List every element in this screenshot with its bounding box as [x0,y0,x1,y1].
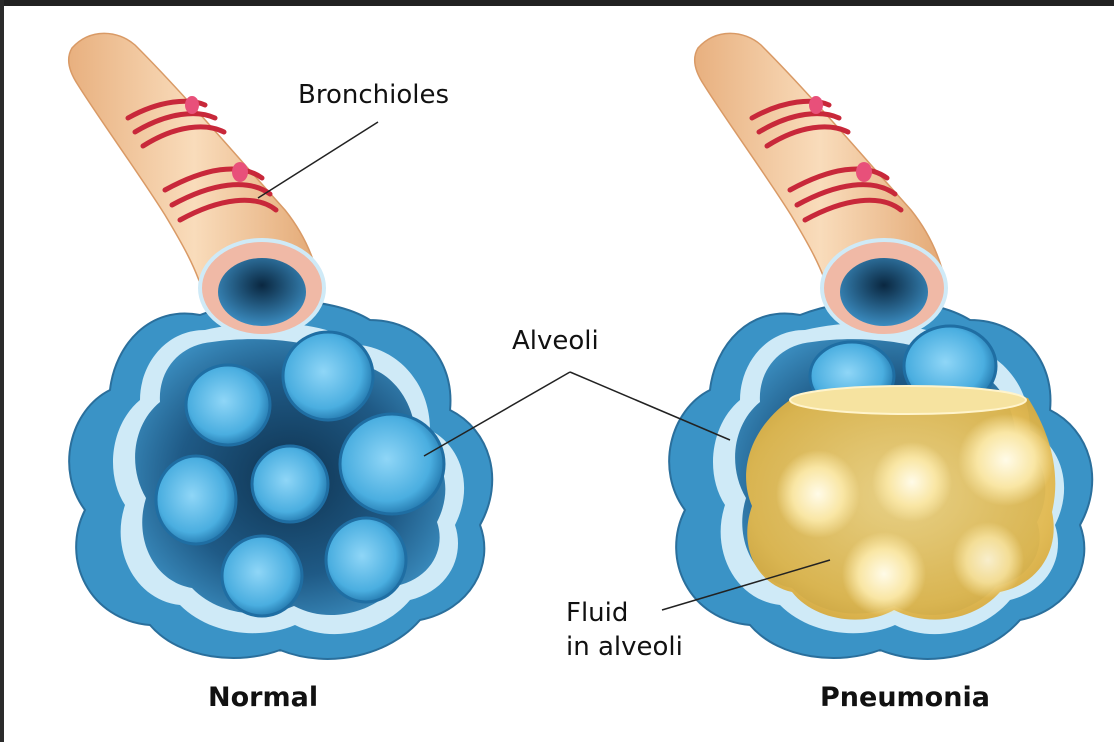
fluid-surface [789,385,1027,415]
fluid-leader-line [661,559,831,611]
pneumonia-caption: Pneumonia [820,682,990,713]
pneumonia-smooth-muscle [749,98,904,223]
window-left-border [0,0,4,742]
fluid-label-line2: in alveoli [566,632,683,662]
alveoli-leader-line-left [423,371,571,457]
fluid-alveolus [958,414,1054,506]
alveolus [338,412,446,516]
normal-alveoli [154,330,446,618]
alveolus [154,454,238,546]
pneumonia-muscle-node [809,96,823,114]
fluid-filled-alveoli [776,414,1054,616]
alveolus [250,444,330,524]
normal-bronchiole-opening [218,258,306,326]
alveolus [281,330,375,422]
pneumonia-bronchiole-opening [840,258,928,326]
normal-alveolus-group [67,32,571,660]
alveolus [220,534,304,618]
normal-muscle-node [232,162,248,182]
fluid-alveolus [776,450,860,538]
bronchioles-leader-line [257,121,379,199]
pneumonia-alveolus-group [569,32,1094,660]
fluid-alveolus [952,522,1024,598]
window-top-border [0,0,1114,6]
alveoli-label: Alveoli [512,326,599,356]
fluid-alveolus [842,532,926,616]
alveolus [184,363,272,447]
fluid-alveolus [872,442,952,522]
normal-muscle-node [185,96,199,114]
normal-caption: Normal [208,682,319,713]
fluid-label-line1: Fluid [566,598,629,628]
normal-smooth-muscle [125,98,279,223]
alveolus [324,516,408,604]
bronchioles-label: Bronchioles [298,80,450,110]
alveoli-leader-line-right [569,371,731,441]
pneumonia-muscle-node [856,162,872,182]
